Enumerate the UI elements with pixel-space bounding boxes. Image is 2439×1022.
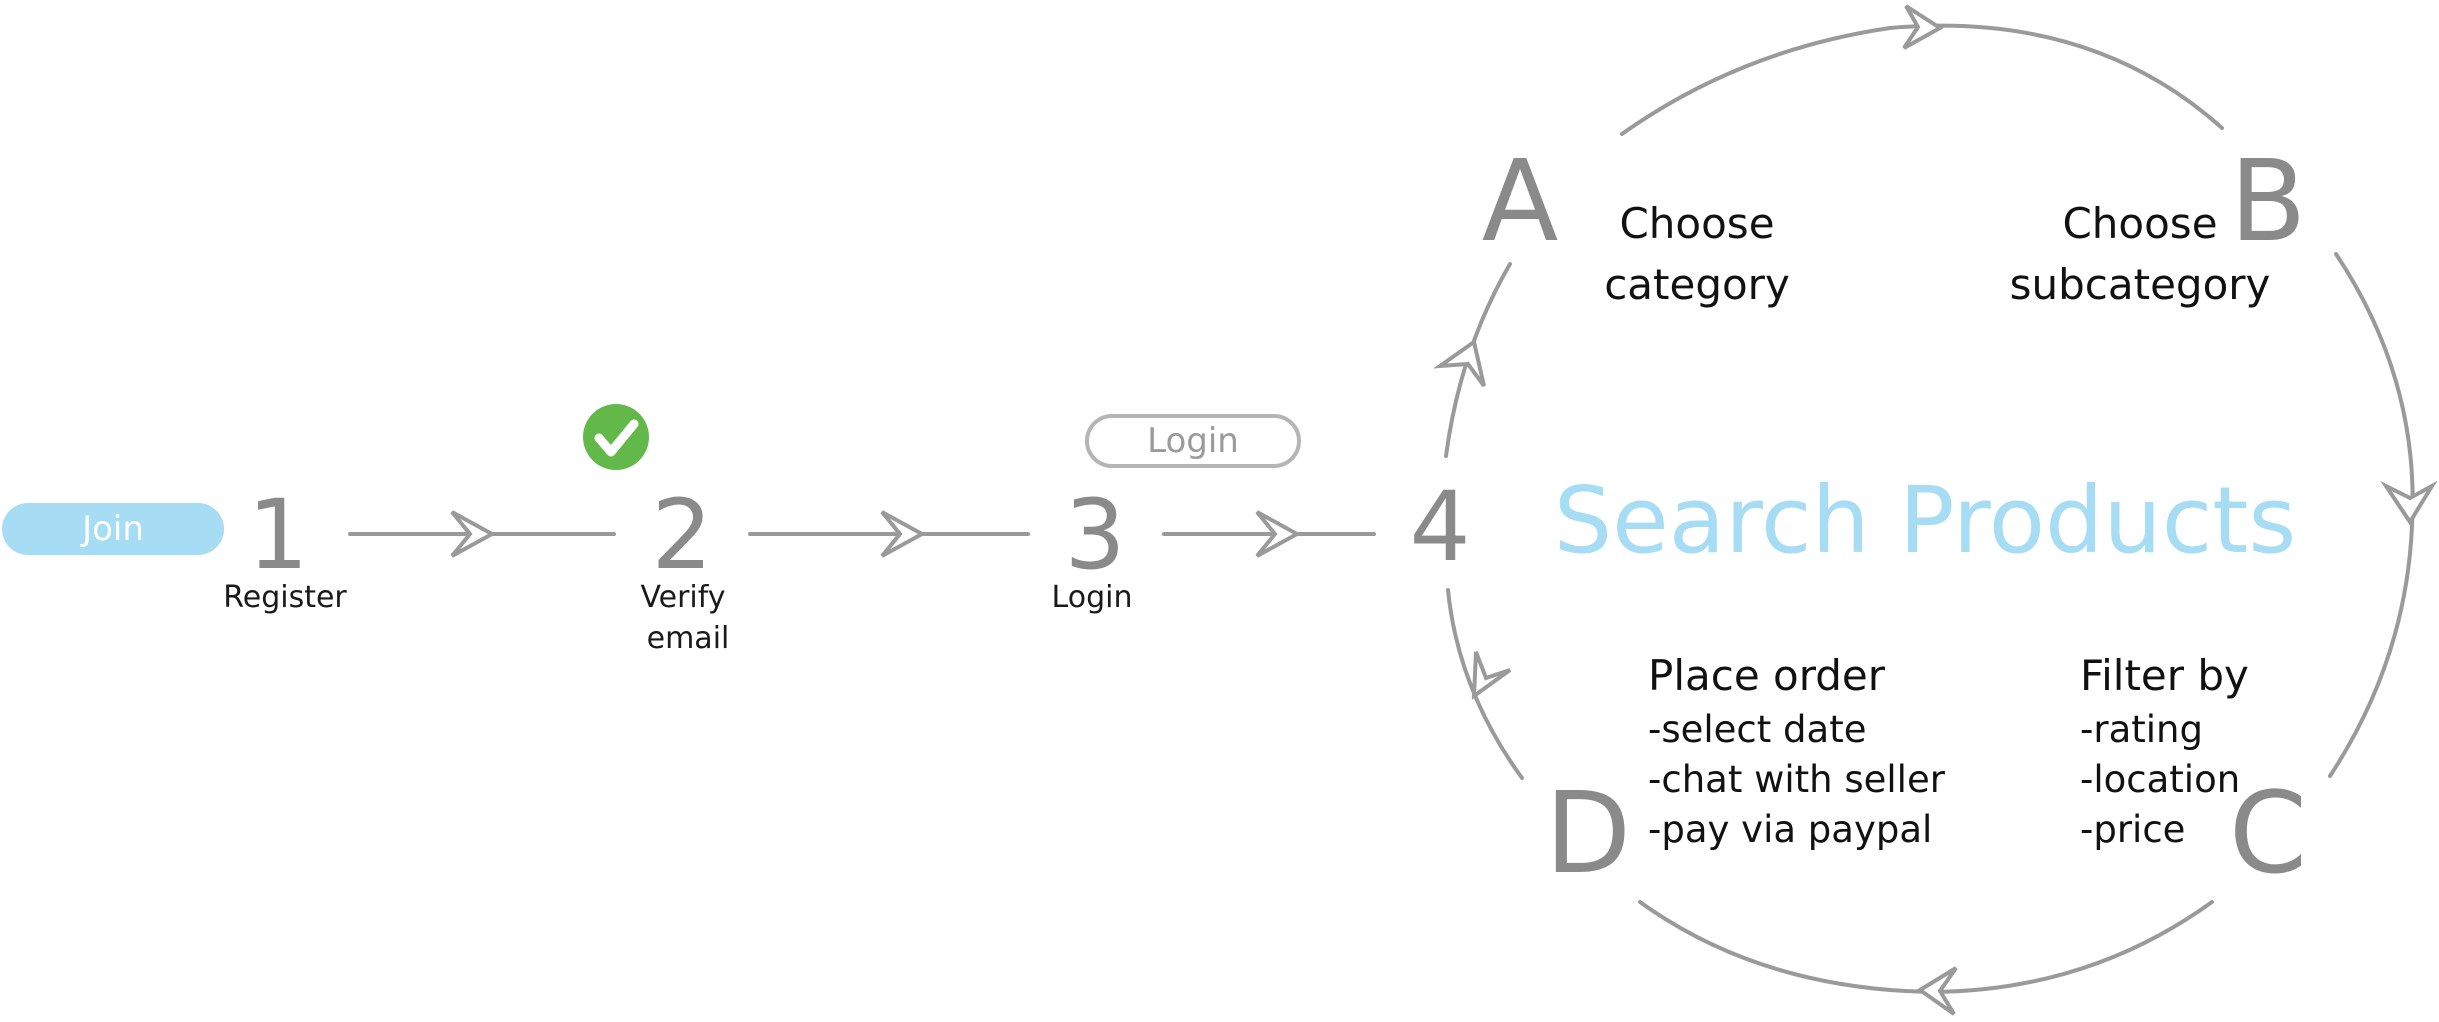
step-2-label-line-1: Verify bbox=[640, 580, 725, 615]
arrow-right-icon bbox=[1255, 510, 1302, 558]
join-button-background bbox=[2, 503, 224, 555]
step-2-label-line-2: email bbox=[647, 621, 730, 656]
login-button-label: Login bbox=[1147, 421, 1239, 461]
stage-a-line-1: Choose bbox=[1619, 199, 1774, 248]
cycle-arc-left bbox=[1432, 262, 1524, 780]
stage-b-letter: B bbox=[2230, 137, 2307, 267]
step-4-number: 4 bbox=[1409, 471, 1470, 583]
stage-b-line-1: Choose bbox=[2062, 199, 2217, 248]
join-button-label: Join bbox=[80, 509, 144, 549]
cycle-arc-top bbox=[1620, 4, 2224, 136]
stage-a-line-2: category bbox=[1604, 260, 1790, 309]
stage-c-title: Filter by bbox=[2080, 651, 2249, 700]
arrow-up-icon bbox=[1432, 338, 1486, 388]
stage-b-line-2: subcategory bbox=[2010, 260, 2271, 309]
stage-c-letter: C bbox=[2229, 769, 2307, 899]
step-1-label: Register bbox=[223, 580, 347, 615]
arrow-right-icon bbox=[1902, 4, 1944, 50]
cycle-arc-bottom bbox=[1638, 900, 2214, 1016]
cycle-arc-right bbox=[2328, 252, 2438, 778]
stage-c-item-2: -location bbox=[2080, 758, 2240, 801]
connector-3-4 bbox=[1162, 510, 1376, 558]
step-3-number: 3 bbox=[1064, 479, 1125, 591]
connector-2-3 bbox=[748, 510, 1030, 558]
arrow-up-icon bbox=[1471, 651, 1512, 701]
stage-d-item-1: -select date bbox=[1648, 708, 1866, 751]
arrow-right-icon bbox=[450, 510, 497, 558]
stage-d-letter: D bbox=[1545, 769, 1631, 899]
stage-d-title: Place order bbox=[1648, 651, 1886, 700]
step-3-label: Login bbox=[1052, 580, 1133, 615]
stage-c-item-3: -price bbox=[2080, 808, 2185, 851]
arrow-down-icon bbox=[2380, 480, 2438, 526]
step-1-number: 1 bbox=[247, 479, 308, 591]
step-2-number: 2 bbox=[651, 479, 712, 591]
login-button[interactable]: Login bbox=[1085, 414, 1301, 468]
stage-c-item-1: -rating bbox=[2080, 708, 2203, 751]
checkmark-circle-icon bbox=[583, 404, 649, 470]
stage-d-item-3: -pay via paypal bbox=[1648, 808, 1932, 851]
arrow-left-icon bbox=[1916, 966, 1958, 1016]
center-title: Search Products bbox=[1554, 467, 2297, 574]
arrow-right-icon bbox=[880, 510, 927, 558]
stage-d-item-2: -chat with seller bbox=[1648, 758, 1946, 801]
join-button[interactable]: Join bbox=[2, 503, 224, 555]
connector-1-2 bbox=[348, 510, 616, 558]
stage-a-letter: A bbox=[1482, 137, 1559, 267]
login-button-outline bbox=[1085, 414, 1301, 468]
